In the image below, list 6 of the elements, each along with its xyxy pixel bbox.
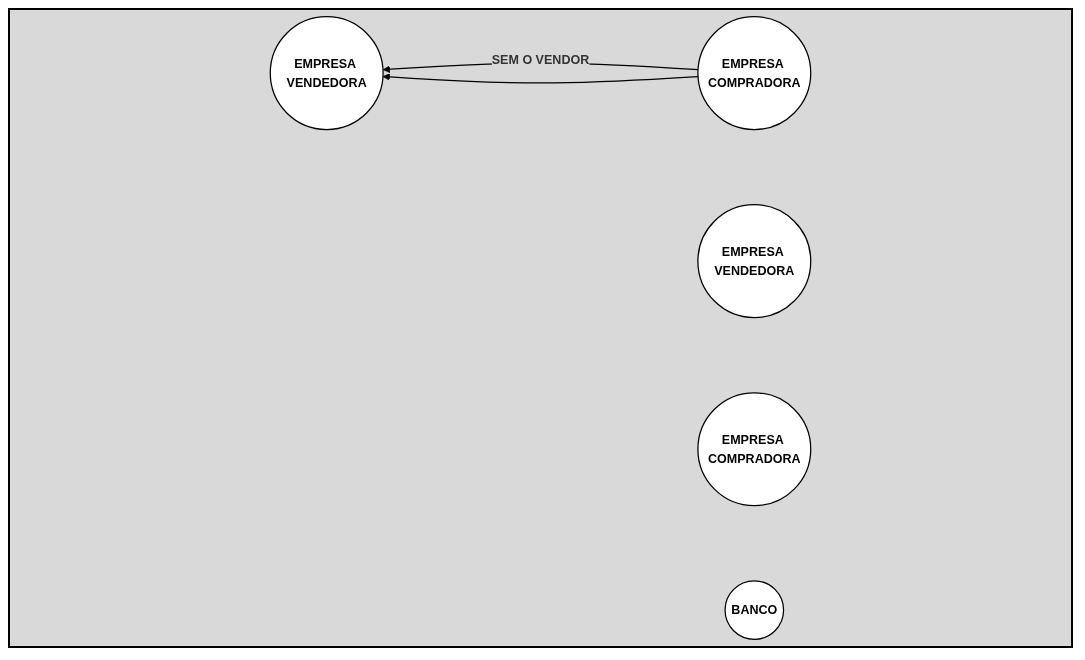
circle-node: EMPRESA COMPRADORA [697,392,812,507]
circle-node: EMPRESA VENDEDORA [269,16,384,131]
circle-node: EMPRESA VENDEDORA [697,204,812,319]
arrow [382,73,699,84]
circle-node: EMPRESA COMPRADORA [697,16,812,131]
circle-node: BANCO [724,580,785,640]
